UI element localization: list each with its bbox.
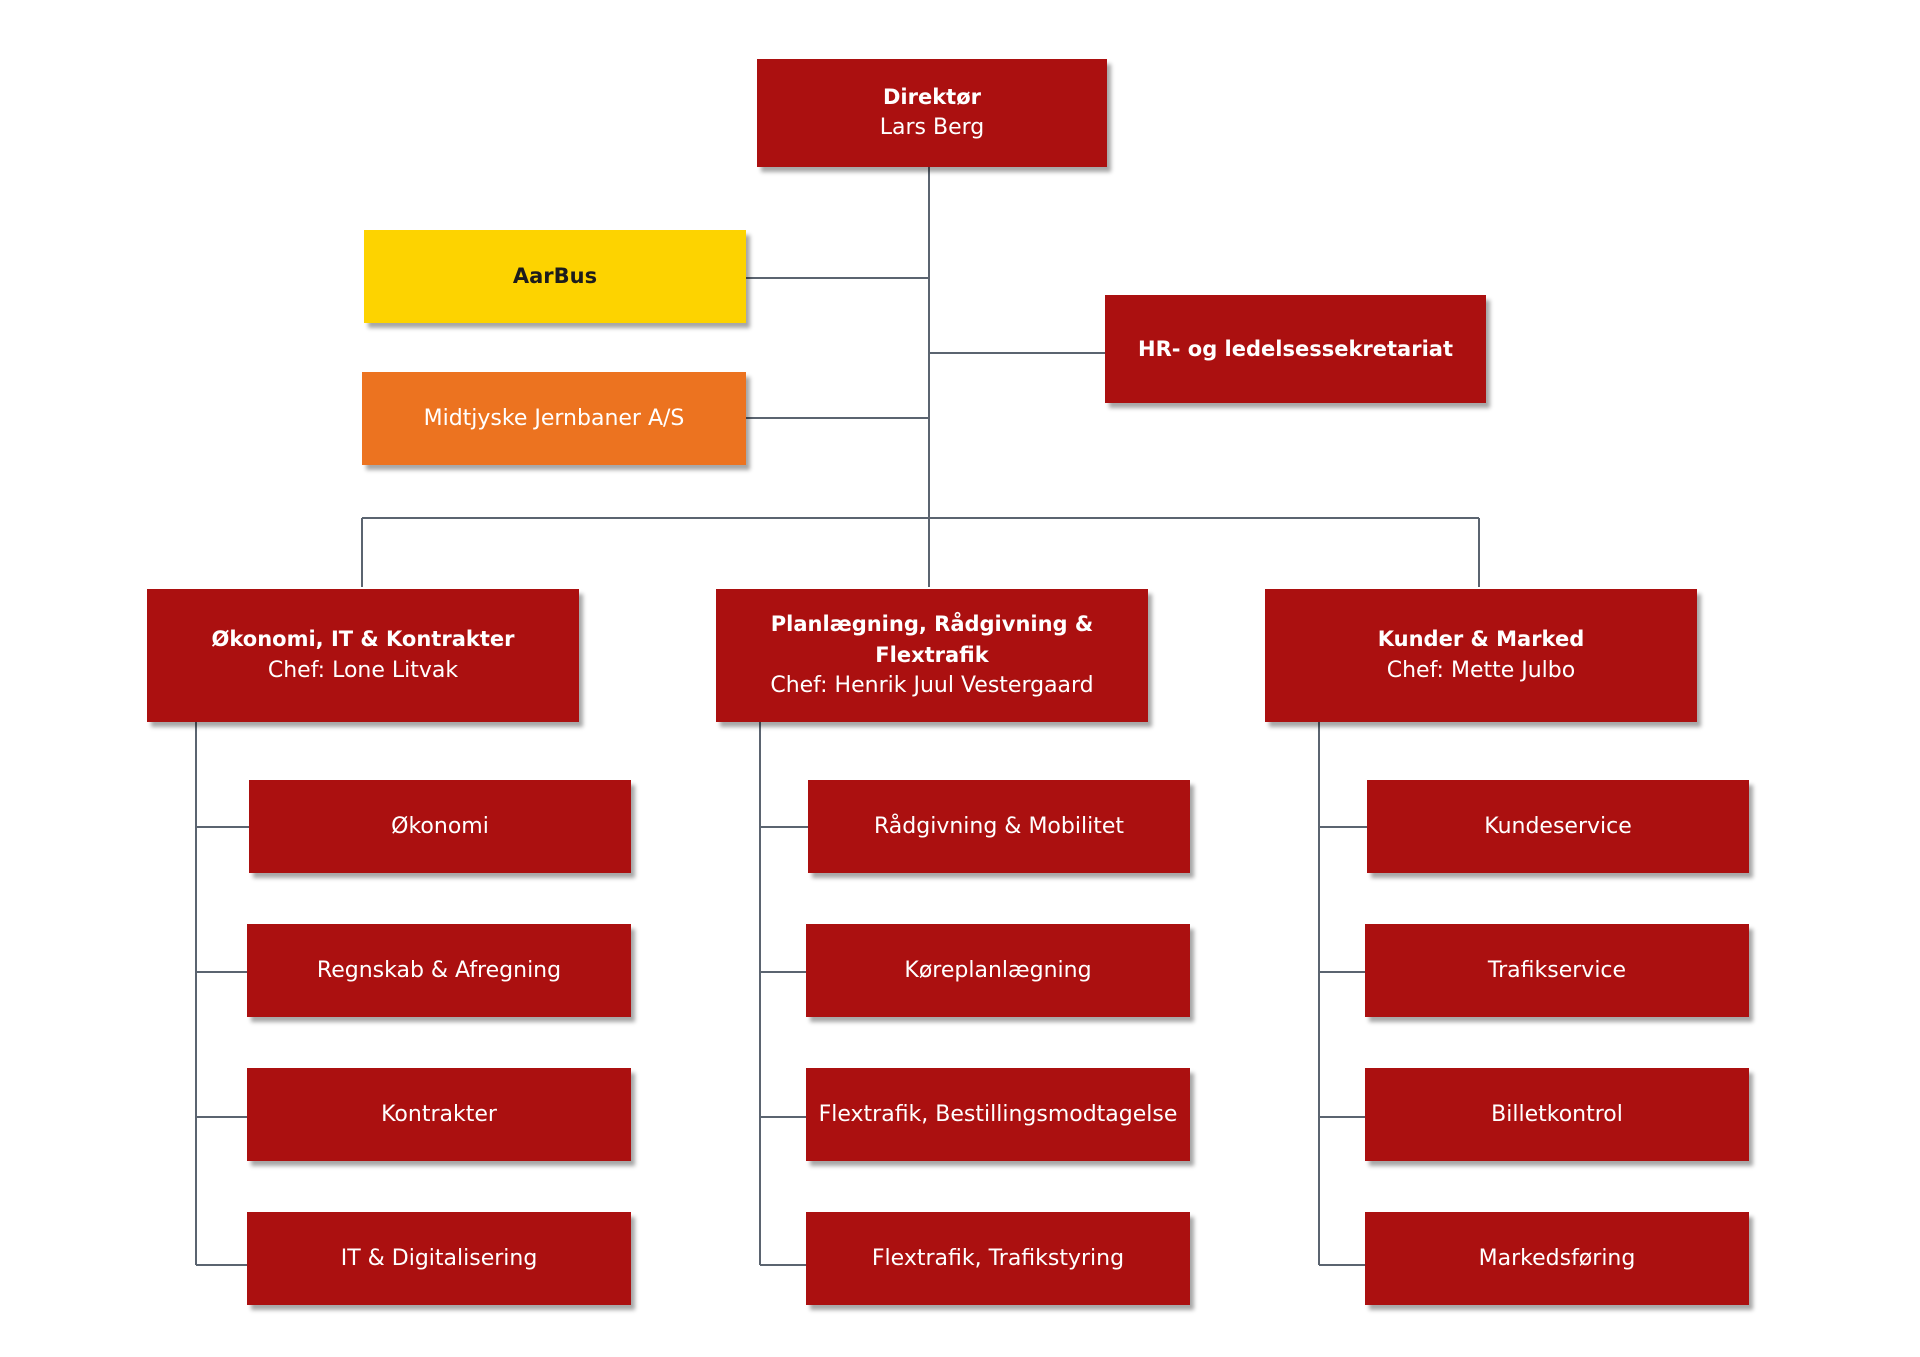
director-name: Lars Berg [879, 115, 985, 141]
department-title: Økonomi, IT & Kontrakter [211, 627, 515, 652]
unit-box: Flextrafik, Bestillingsmodtagelse [806, 1068, 1190, 1161]
unit-box: Markedsføring [1365, 1212, 1749, 1305]
aarbus-label: AarBus [512, 264, 598, 289]
department-chief: Chef: Lone Litvak [267, 657, 459, 683]
unit-label: Trafikservice [1487, 957, 1627, 983]
unit-label: IT & Digitalisering [340, 1245, 538, 1271]
midtjyske-box: Midtjyske Jernbaner A/S [362, 372, 746, 465]
unit-label: Flextrafik, Trafikstyring [871, 1245, 1125, 1271]
department-title: Kunder & Marked [1377, 627, 1585, 652]
unit-label: Markedsføring [1478, 1245, 1636, 1271]
unit-box: Billetkontrol [1365, 1068, 1749, 1161]
department-box-okonomi: Økonomi, IT & Kontrakter Chef: Lone Litv… [147, 589, 579, 722]
department-chief: Chef: Mette Julbo [1386, 657, 1576, 683]
unit-box: IT & Digitalisering [247, 1212, 631, 1305]
unit-label: Kontrakter [381, 1101, 497, 1127]
director-box: Direktør Lars Berg [757, 59, 1107, 167]
unit-box: Kontrakter [247, 1068, 631, 1161]
unit-box: Kundeservice [1367, 780, 1749, 873]
unit-label: Billetkontrol [1491, 1101, 1623, 1127]
department-title: Planlægning, Rådgivning & Flextrafik [770, 612, 1094, 667]
unit-label: Kundeservice [1484, 813, 1632, 839]
unit-label: Regnskab & Afregning [316, 957, 562, 983]
department-box-planlaegning: Planlægning, Rådgivning & Flextrafik Che… [716, 589, 1148, 722]
unit-label: Køreplanlægning [904, 957, 1092, 983]
unit-label: Økonomi [391, 813, 489, 839]
unit-label: Flextrafik, Bestillingsmodtagelse [818, 1101, 1178, 1127]
aarbus-box: AarBus [364, 230, 746, 323]
hr-label: HR- og ledelsessekretariat [1138, 336, 1453, 361]
unit-box: Regnskab & Afregning [247, 924, 631, 1017]
unit-box: Økonomi [249, 780, 631, 873]
unit-box: Rådgivning & Mobilitet [808, 780, 1190, 873]
unit-box: Køreplanlægning [806, 924, 1190, 1017]
department-box-kunder: Kunder & Marked Chef: Mette Julbo [1265, 589, 1697, 722]
unit-label: Rådgivning & Mobilitet [874, 813, 1124, 839]
department-chief: Chef: Henrik Juul Vestergaard [770, 672, 1094, 698]
midtjyske-label: Midtjyske Jernbaner A/S [423, 405, 685, 431]
hr-box: HR- og ledelsessekretariat [1105, 295, 1486, 403]
unit-box: Flextrafik, Trafikstyring [806, 1212, 1190, 1305]
unit-box: Trafikservice [1365, 924, 1749, 1017]
director-title: Direktør [882, 84, 982, 109]
